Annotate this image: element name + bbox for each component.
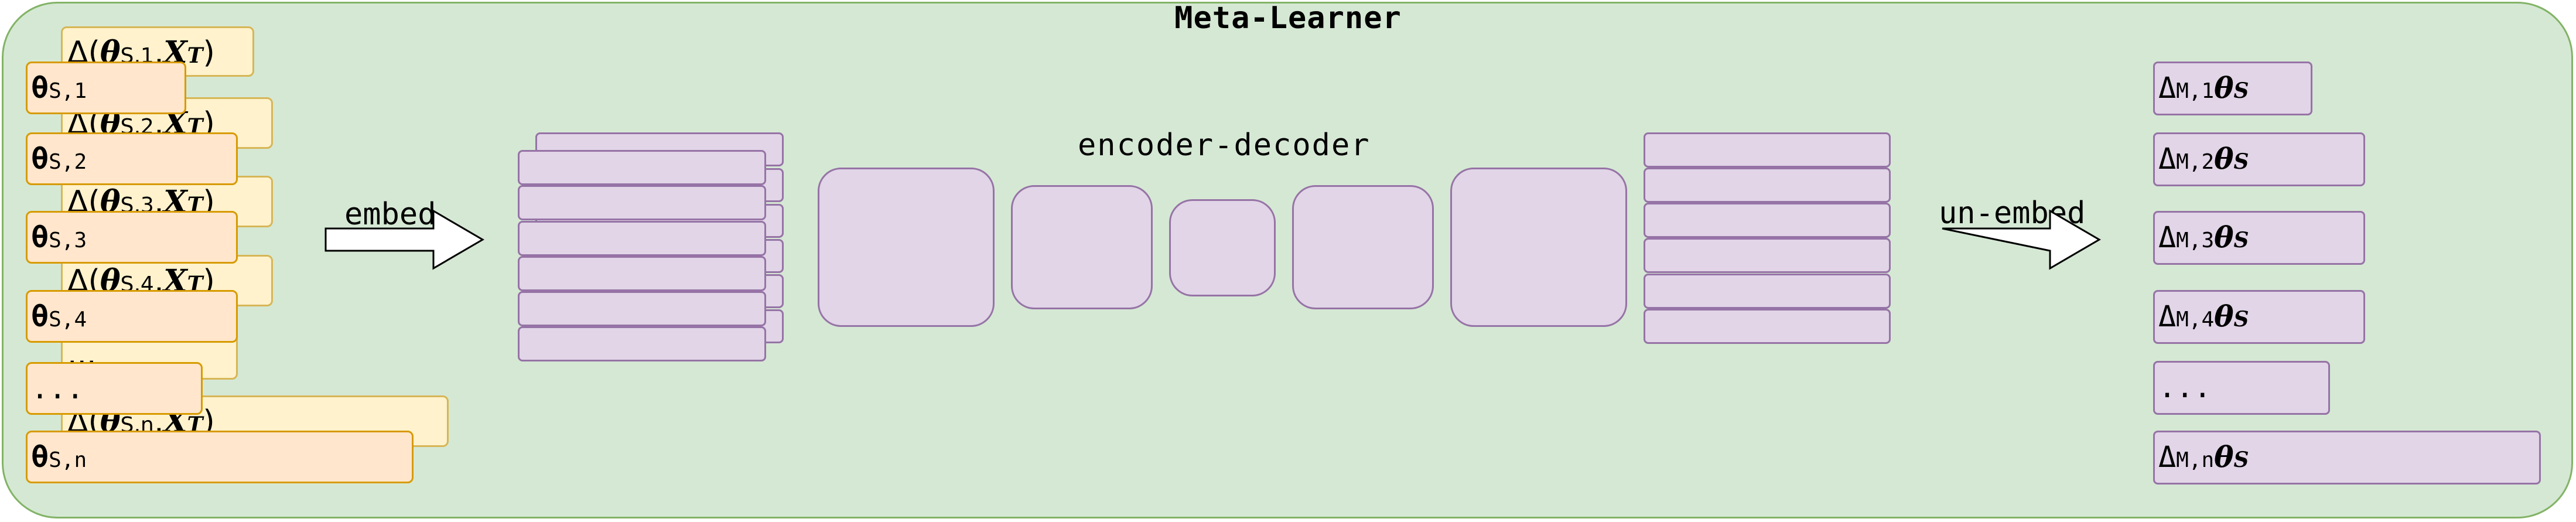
theta-input-2: θS,2 — [26, 132, 238, 185]
encoder-decoder-label: encoder-decoder — [1078, 128, 1371, 163]
embed-arrow — [324, 209, 484, 270]
output-delta-2: ΔM,2θS — [2153, 132, 2365, 186]
embedding-front-3 — [518, 221, 766, 256]
theta-input-3: θS,3 — [26, 211, 238, 264]
encoder-block-1 — [818, 168, 995, 327]
embedding-front-1 — [518, 150, 766, 185]
theta-input-4: θS,4 — [26, 290, 238, 343]
embedding-front-6 — [518, 326, 766, 361]
unembed-arrow — [1942, 209, 2101, 270]
encoder-block-2 — [1011, 185, 1153, 309]
output-delta-4: ΔM,4θS — [2153, 290, 2365, 344]
output-embedding-2 — [1644, 168, 1891, 203]
meta-learner-title: Meta-Learner — [1174, 1, 1402, 36]
theta-input-ellipsis: ... — [26, 362, 203, 415]
output-embedding-4 — [1644, 238, 1891, 273]
output-delta-ellipsis: ... — [2153, 361, 2330, 415]
theta-input-n: θS,n — [26, 431, 414, 483]
output-embedding-6 — [1644, 309, 1891, 344]
output-embedding-3 — [1644, 203, 1891, 238]
output-delta-1: ΔM,1θS — [2153, 62, 2312, 115]
decoder-block-1 — [1292, 185, 1434, 309]
embedding-front-5 — [518, 291, 766, 326]
bottleneck-block — [1169, 199, 1276, 296]
embedding-front-4 — [518, 256, 766, 291]
output-embedding-5 — [1644, 274, 1891, 309]
embed-label: embed — [344, 197, 436, 232]
decoder-block-2 — [1450, 168, 1627, 327]
theta-input-1: θS,1 — [26, 62, 186, 114]
output-embedding-1 — [1644, 132, 1891, 168]
output-delta-3: ΔM,3θS — [2153, 211, 2365, 265]
output-delta-n: ΔM,nθS — [2153, 431, 2541, 485]
embedding-front-2 — [518, 185, 766, 220]
